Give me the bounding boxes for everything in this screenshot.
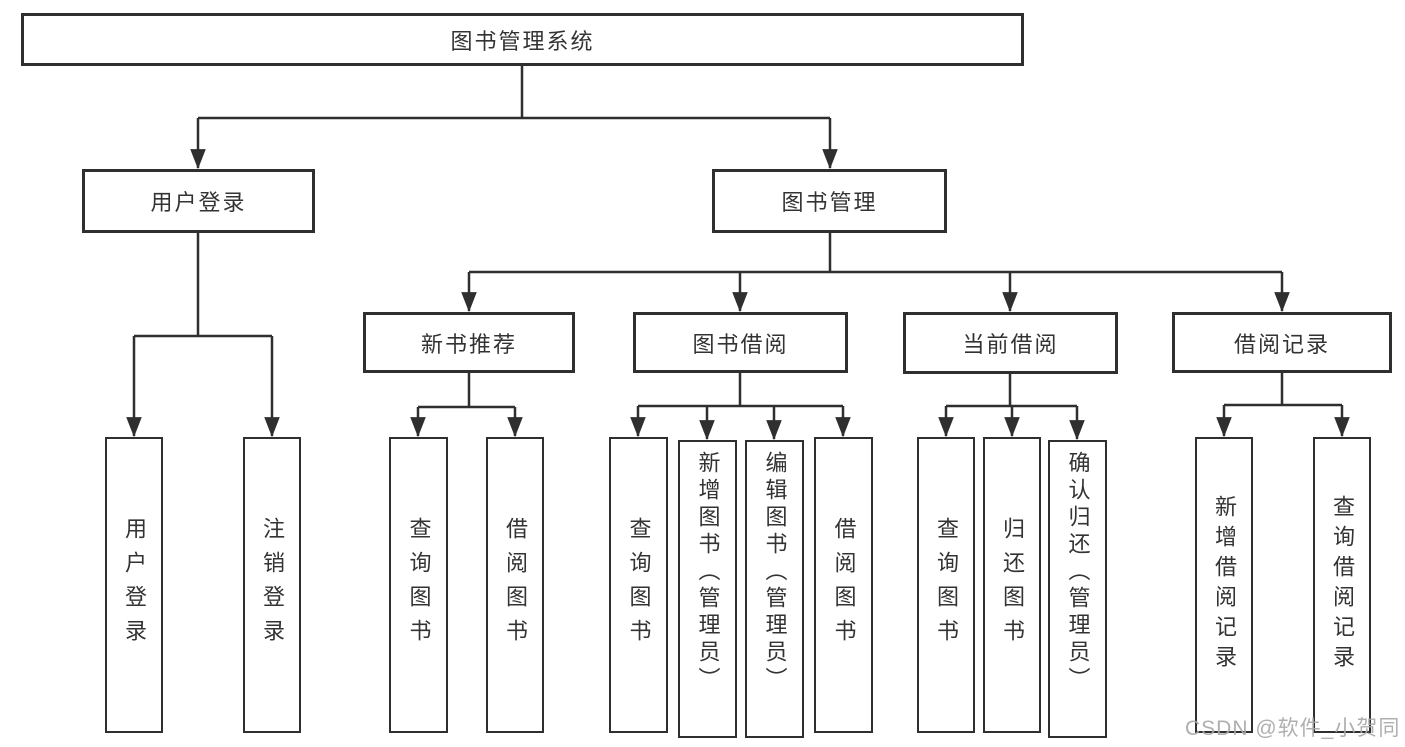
node-user-login-leaf: 用户登录	[105, 437, 163, 733]
node-borrow-books-recommend: 借阅图书	[486, 437, 544, 733]
node-book-management: 图书管理	[712, 169, 947, 233]
node-label: 编辑图书（管理员）	[762, 451, 788, 694]
node-query-books-recommend: 查询图书	[389, 437, 448, 733]
node-return-books: 归还图书	[983, 437, 1041, 733]
node-edit-book-admin: 编辑图书（管理员）	[745, 440, 804, 738]
node-label: 查询图书	[626, 517, 652, 653]
node-label: 借阅图书	[503, 517, 528, 653]
csdn-watermark: CSDN @软件_小贺同学	[1185, 717, 1401, 740]
node-query-books-borrow: 查询图书	[609, 437, 668, 733]
node-add-book-admin: 新增图书（管理员）	[678, 440, 737, 738]
node-label: 查询图书	[406, 517, 432, 653]
node-query-books-current: 查询图书	[917, 437, 975, 733]
node-label: 新增借阅记录	[1212, 495, 1237, 675]
node-borrow-records: 借阅记录	[1172, 312, 1392, 373]
node-label: 注销登录	[260, 517, 285, 653]
node-library-system: 图书管理系统	[21, 13, 1024, 66]
node-confirm-return-admin: 确认归还（管理员）	[1048, 440, 1107, 738]
node-borrow-books-leaf: 借阅图书	[814, 437, 873, 733]
node-logout-leaf: 注销登录	[243, 437, 301, 733]
node-label: 用户登录	[122, 517, 147, 653]
node-label: 确认归还（管理员）	[1065, 451, 1091, 694]
node-query-borrow-record: 查询借阅记录	[1313, 437, 1371, 733]
node-new-book-recommend: 新书推荐	[363, 312, 575, 373]
node-label: 查询图书	[934, 517, 959, 653]
node-label: 归还图书	[1000, 517, 1025, 653]
node-label: 新增图书（管理员）	[695, 451, 721, 694]
node-label: 查询借阅记录	[1330, 495, 1355, 675]
node-book-borrow: 图书借阅	[633, 312, 848, 373]
node-current-borrow: 当前借阅	[903, 312, 1118, 374]
node-label: 借阅图书	[831, 517, 857, 653]
node-user-login: 用户登录	[82, 169, 315, 233]
node-add-borrow-record: 新增借阅记录	[1195, 437, 1253, 733]
